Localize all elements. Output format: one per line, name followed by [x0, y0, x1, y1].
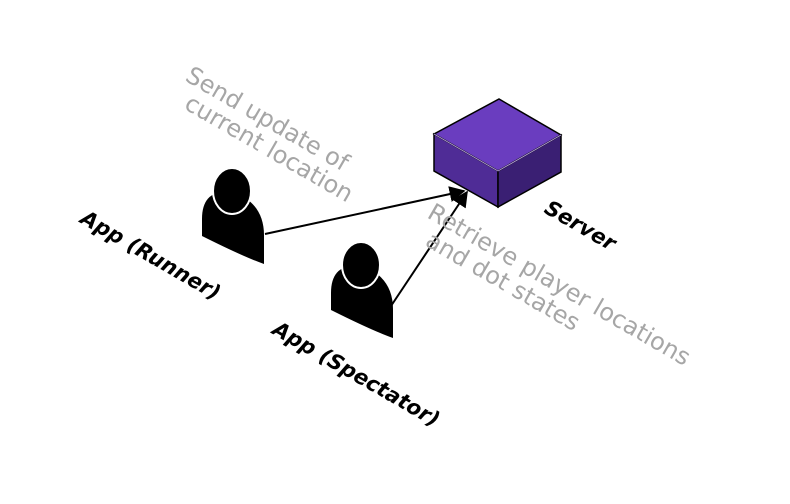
spectator-user-icon[interactable] — [331, 241, 393, 338]
server-cube-icon[interactable] — [432, 98, 563, 209]
spectator-to-server-arrow — [390, 190, 468, 307]
server-cube-highlight-edge — [433, 133, 499, 172]
runner-user-icon[interactable] — [202, 167, 264, 264]
runner-user-head — [212, 167, 252, 215]
spectator-user-head — [341, 241, 381, 289]
server-label: Server — [541, 196, 622, 257]
spectator-user-body — [331, 266, 393, 338]
runner-to-server-arrow — [264, 186, 466, 235]
spectator-label: App (Spectator) — [267, 316, 444, 432]
runner-user-body — [202, 192, 264, 264]
server-cube-highlight-edge — [497, 134, 562, 172]
